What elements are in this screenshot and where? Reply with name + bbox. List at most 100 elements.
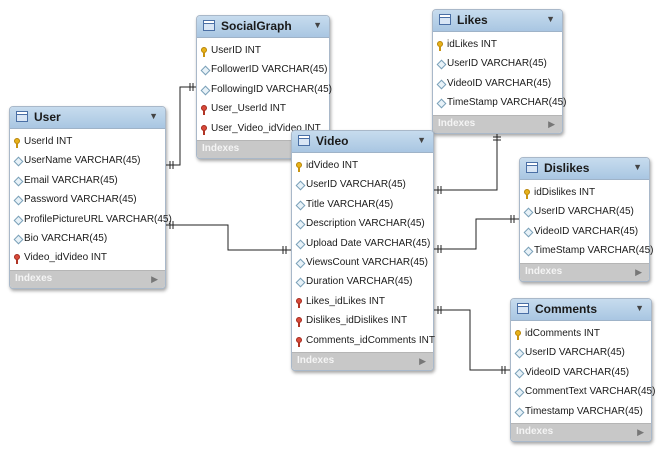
column-row[interactable]: idComments INT: [511, 324, 651, 343]
column-label: Video_idVideo INT: [24, 252, 108, 264]
column-diamond-icon: [523, 246, 534, 257]
column-label: VideoID VARCHAR(45): [447, 77, 552, 89]
table-header[interactable]: User ▼: [10, 107, 165, 129]
column-diamond-icon: [295, 277, 306, 288]
relationship-video-comments: [433, 306, 510, 374]
column-label: idDislikes INT: [534, 187, 596, 198]
foreign-key-icon: [296, 336, 303, 347]
column-row[interactable]: UserID VARCHAR(45): [433, 54, 562, 73]
column-row[interactable]: User_Video_idVideo INT: [197, 119, 329, 138]
column-row[interactable]: VideoID VARCHAR(45): [511, 363, 651, 382]
column-diamond-icon: [523, 227, 534, 238]
column-row[interactable]: Bio VARCHAR(45): [10, 229, 165, 248]
table-video[interactable]: Video ▼ idVideo INT UserID VARCHAR(45) Tit…: [291, 130, 435, 371]
column-row[interactable]: UserId INT: [10, 132, 165, 151]
indexes-label: Indexes: [297, 354, 335, 366]
table-header[interactable]: Comments ▼: [511, 299, 651, 321]
column-row[interactable]: Video_idVideo INT: [10, 248, 165, 267]
table-user[interactable]: User ▼ UserId INT UserName VARCHAR(45) Ema…: [9, 106, 172, 289]
indexes-footer[interactable]: Indexes ▶: [511, 422, 651, 441]
expand-triangle-icon[interactable]: ▶: [637, 426, 644, 437]
column-row[interactable]: Likes_idLikes INT: [292, 292, 433, 311]
table-socialgraph[interactable]: SocialGraph ▼ UserID INT FollowerID VARCH…: [196, 15, 332, 159]
column-row[interactable]: Duration VARCHAR(45): [292, 272, 433, 291]
column-row[interactable]: VideoID VARCHAR(45): [433, 74, 562, 93]
column-label: Email VARCHAR(45): [24, 174, 118, 186]
column-row[interactable]: idLikes INT: [433, 35, 562, 54]
column-row[interactable]: ProfilePictureURL VARCHAR(45): [10, 210, 172, 229]
column-row[interactable]: Password VARCHAR(45): [10, 190, 165, 209]
column-diamond-icon: [13, 215, 24, 226]
column-row[interactable]: CommentText VARCHAR(45): [511, 382, 655, 401]
expand-triangle-icon[interactable]: ▶: [635, 266, 642, 277]
column-diamond-icon: [13, 195, 24, 206]
table-header[interactable]: Dislikes ▼: [520, 158, 649, 180]
column-diamond-icon: [295, 239, 306, 250]
column-row[interactable]: Description VARCHAR(45): [292, 214, 433, 233]
column-row[interactable]: UserID VARCHAR(45): [292, 175, 433, 194]
column-label: UserID INT: [211, 45, 261, 56]
column-row[interactable]: FollowingID VARCHAR(45): [197, 80, 332, 99]
collapse-triangle-icon[interactable]: ▼: [149, 111, 158, 121]
column-row[interactable]: TimeStamp VARCHAR(45): [520, 241, 653, 260]
column-row[interactable]: FollowerID VARCHAR(45): [197, 60, 329, 79]
column-diamond-icon: [200, 85, 211, 96]
column-row[interactable]: UserID VARCHAR(45): [520, 202, 649, 221]
primary-key-icon: [14, 138, 21, 148]
table-icon: [526, 162, 538, 173]
table-header[interactable]: Video ▼: [292, 131, 433, 153]
table-header[interactable]: Likes ▼: [433, 10, 562, 32]
column-row[interactable]: Email VARCHAR(45): [10, 171, 165, 190]
table-title: User: [34, 110, 61, 124]
expand-triangle-icon[interactable]: ▶: [548, 118, 555, 129]
expand-triangle-icon[interactable]: ▶: [151, 273, 158, 284]
column-row[interactable]: UserName VARCHAR(45): [10, 151, 165, 170]
column-label: Likes_idLikes INT: [306, 295, 385, 307]
column-label: Timestamp VARCHAR(45): [525, 405, 643, 417]
collapse-triangle-icon[interactable]: ▼: [635, 303, 644, 313]
table-title: SocialGraph: [221, 19, 292, 33]
indexes-footer[interactable]: Indexes ▶: [520, 262, 649, 281]
column-row[interactable]: Dislikes_idDislikes INT: [292, 311, 433, 330]
table-icon: [203, 20, 215, 31]
column-row[interactable]: Comments_idComments INT: [292, 331, 435, 350]
column-label: Bio VARCHAR(45): [24, 232, 108, 244]
expand-triangle-icon[interactable]: ▶: [419, 355, 426, 366]
collapse-triangle-icon[interactable]: ▼: [633, 162, 642, 172]
column-row[interactable]: User_UserId INT: [197, 99, 329, 118]
table-header[interactable]: SocialGraph ▼: [197, 16, 329, 38]
table-dislikes[interactable]: Dislikes ▼ idDislikes INT UserID VARCHAR(…: [519, 157, 653, 282]
indexes-footer[interactable]: Indexes ▶: [10, 269, 165, 288]
column-label: FollowerID VARCHAR(45): [211, 64, 328, 76]
column-row[interactable]: UserID VARCHAR(45): [511, 343, 651, 362]
collapse-triangle-icon[interactable]: ▼: [417, 135, 426, 145]
column-diamond-icon: [523, 207, 534, 218]
column-row[interactable]: UserID INT: [197, 41, 329, 60]
column-row[interactable]: TimeStamp VARCHAR(45): [433, 93, 566, 112]
relationship-video-likes: [433, 130, 501, 194]
column-row[interactable]: idDislikes INT: [520, 183, 649, 202]
column-row[interactable]: Title VARCHAR(45): [292, 195, 433, 214]
column-label: UserID VARCHAR(45): [306, 179, 406, 191]
column-row[interactable]: Timestamp VARCHAR(45): [511, 402, 651, 421]
table-icon: [298, 135, 310, 146]
primary-key-icon: [524, 189, 531, 199]
collapse-triangle-icon[interactable]: ▼: [313, 20, 322, 30]
column-row[interactable]: VideoID VARCHAR(45): [520, 222, 649, 241]
column-diamond-icon: [514, 348, 525, 359]
column-row[interactable]: Upload Date VARCHAR(45): [292, 234, 433, 253]
column-label: UserId INT: [24, 136, 73, 147]
collapse-triangle-icon[interactable]: ▼: [546, 14, 555, 24]
column-label: User_UserId INT: [211, 103, 287, 115]
column-diamond-icon: [200, 65, 211, 76]
indexes-footer[interactable]: Indexes ▶: [433, 114, 562, 133]
column-row[interactable]: ViewsCount VARCHAR(45): [292, 253, 433, 272]
table-title: Video: [316, 134, 349, 148]
table-title: Dislikes: [544, 161, 590, 175]
column-row[interactable]: idVideo INT: [292, 156, 433, 175]
column-diamond-icon: [295, 180, 306, 191]
indexes-footer[interactable]: Indexes ▶: [292, 351, 433, 370]
